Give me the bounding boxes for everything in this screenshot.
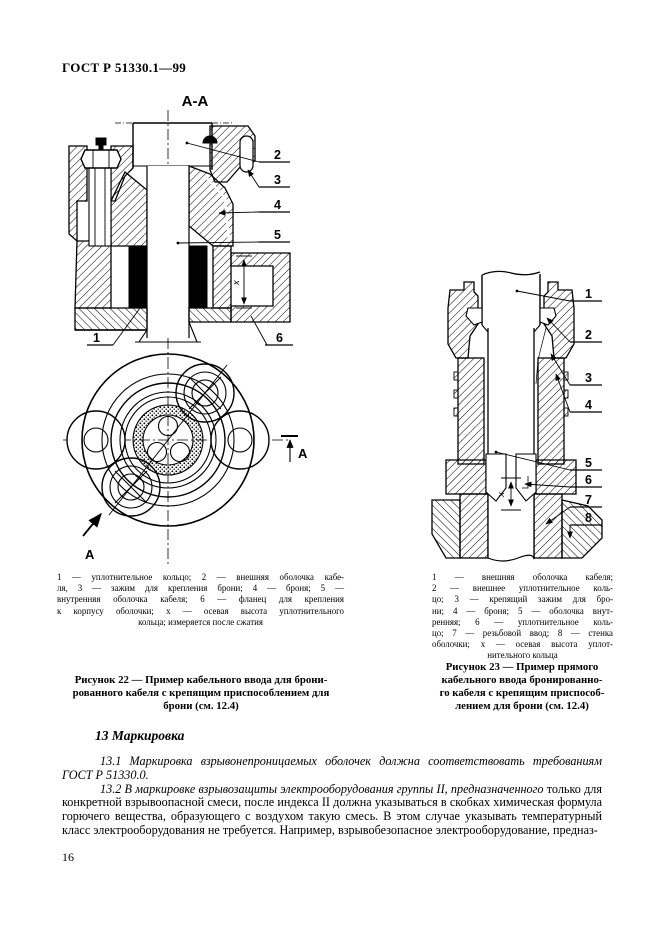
callout-5: 5 <box>274 228 281 242</box>
figure23-legend: 1 — внешняя оболочка кабеля;2 — внешнее … <box>432 572 613 661</box>
callout-6: 6 <box>585 473 592 487</box>
standard-number: ГОСТ Р 51330.1—99 <box>62 60 187 75</box>
callout-8: 8 <box>585 511 592 525</box>
paragraph-13-2-rest: только для конкретной взрывоопасной смес… <box>62 781 602 837</box>
callout-6: 6 <box>276 331 283 345</box>
figure23-drawing: x 1 2 3 4 5 6 7 8 <box>431 270 603 562</box>
section-arrow-bottom-left <box>82 512 102 537</box>
paragraph-13-2-lead: 13.2 В маркировке взрывозащиты электрооб… <box>100 781 544 796</box>
callout-1: 1 <box>93 331 100 345</box>
callout-2: 2 <box>585 328 592 342</box>
callout-5: 5 <box>585 456 592 470</box>
figure22-callouts <box>87 141 293 346</box>
figure22-dimension-x <box>236 255 252 309</box>
paragraph-13-2: 13.2 В маркировке взрывозащиты электрооб… <box>62 781 602 838</box>
figure23-dim-label: x <box>496 491 507 498</box>
section-13-body: 13.1 Маркировка взрывонепроницаемых обол… <box>62 754 602 838</box>
figure22-bottom-view <box>63 353 298 564</box>
figure23-callouts <box>494 289 602 539</box>
section-arrow-right <box>281 435 298 462</box>
section-view-label: А-А <box>181 93 209 110</box>
arrow-label-a-right: А <box>298 446 308 461</box>
callout-4: 4 <box>585 398 592 412</box>
figure22-caption: Рисунок 22 — Пример кабельного ввода для… <box>72 674 330 712</box>
figure22-dim-label: x <box>231 279 242 286</box>
page-number: 16 <box>62 850 74 864</box>
figure23-section <box>431 270 603 562</box>
callout-3: 3 <box>274 173 281 187</box>
callout-4: 4 <box>274 198 281 212</box>
section-13-heading: 13 Маркировка <box>95 728 185 743</box>
figure22-legend: 1 — уплотнительное кольцо; 2 — внешняя о… <box>57 572 344 627</box>
callout-1: 1 <box>585 287 592 301</box>
arrow-label-a-left: А <box>85 547 95 562</box>
callout-7: 7 <box>585 493 592 507</box>
figure22-section-view <box>68 110 291 358</box>
callout-3: 3 <box>585 371 592 385</box>
callout-2: 2 <box>274 148 281 162</box>
figure22-drawing: x 2 3 4 5 1 6 <box>63 110 308 564</box>
figure23-dimension-x <box>501 477 521 511</box>
paragraph-13-1: 13.1 Маркировка взрывонепроницаемых обол… <box>62 754 602 782</box>
